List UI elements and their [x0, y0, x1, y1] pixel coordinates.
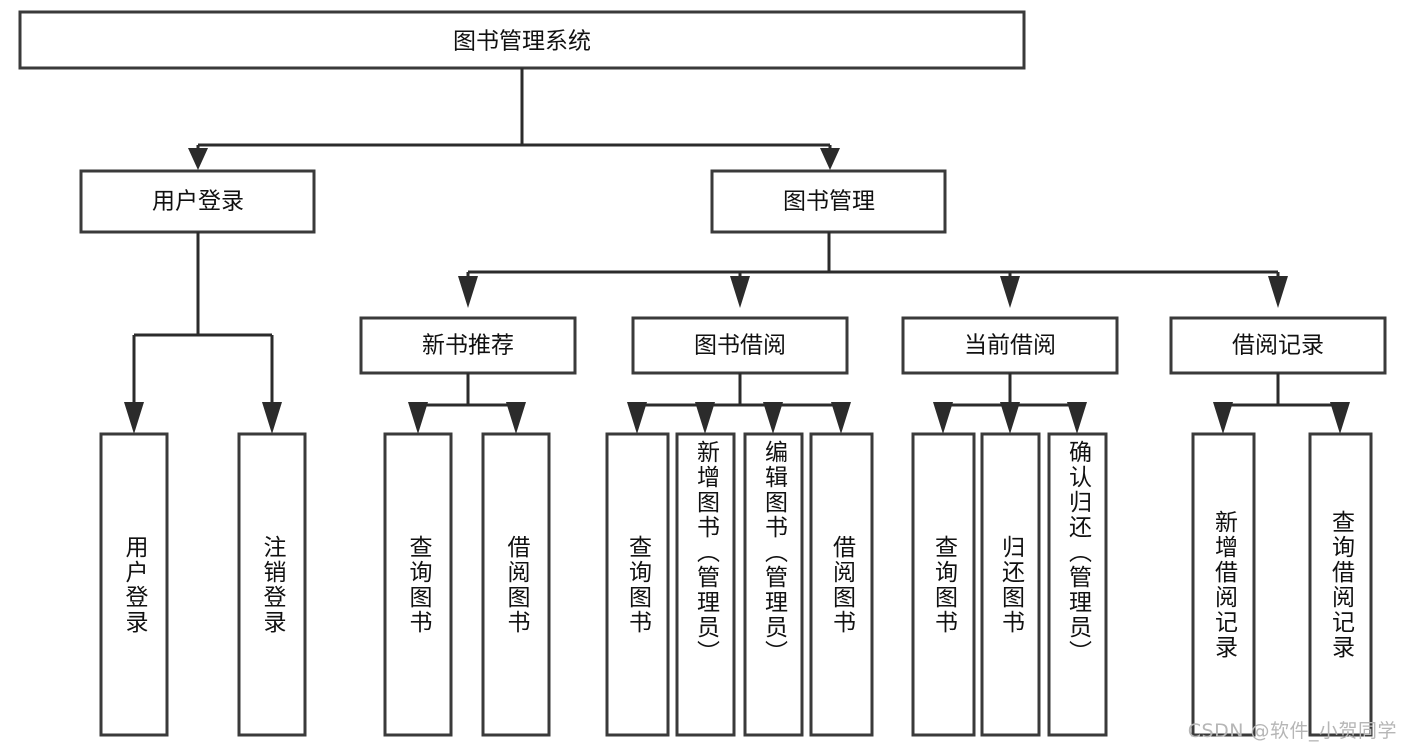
arrow-head-user-login — [188, 148, 208, 170]
leaf-box-cb-return-book[interactable] — [980, 432, 1041, 737]
arrow-head-nbr-leaf-2 — [506, 402, 526, 434]
leaf-box-bb-borrow-book[interactable] — [809, 432, 874, 737]
leaf-box-nbr-borrow-book[interactable] — [481, 432, 551, 737]
arrow-head-br-leaf-2 — [1330, 402, 1350, 434]
arrow-head-leaf-user-login — [124, 402, 144, 434]
node-user-login-label: 用户登录 — [152, 189, 244, 215]
node-borrow-records[interactable] — [1169, 316, 1387, 375]
leaf-box-bb-edit-book[interactable] — [743, 432, 804, 737]
arrow-head-cb-leaf-3 — [1067, 402, 1087, 434]
leaf-box-logout[interactable] — [237, 432, 307, 737]
leaf-box-cb-confirm-return[interactable] — [1047, 432, 1108, 737]
node-new-book-recommend[interactable] — [359, 316, 577, 375]
arrow-head-bb-leaf-3 — [763, 402, 783, 434]
node-root-book-management-system[interactable] — [18, 10, 1026, 70]
arrow-head-bb-leaf-4 — [831, 402, 851, 434]
arrow-head-br-leaf-1 — [1213, 402, 1233, 434]
arrow-head-nbr-leaf-1 — [408, 402, 428, 434]
arrow-head-cb-leaf-1 — [933, 402, 953, 434]
node-current-borrow-label: 当前借阅 — [964, 333, 1056, 359]
node-book-management[interactable] — [710, 169, 947, 234]
leaf-box-cb-query-book[interactable] — [911, 432, 976, 737]
leaf-box-bb-query-book[interactable] — [605, 432, 670, 737]
node-book-borrow-label: 图书借阅 — [694, 333, 786, 359]
arrow-head-new-book-recommend — [458, 276, 478, 308]
node-borrow-records-label: 借阅记录 — [1232, 333, 1324, 359]
arrow-head-current-borrow — [1000, 276, 1020, 308]
leaf-box-bb-add-book[interactable] — [675, 432, 736, 737]
arrow-head-bb-leaf-2 — [695, 402, 715, 434]
arrow-head-borrow-records — [1268, 276, 1288, 308]
node-book-borrow[interactable] — [631, 316, 849, 375]
leaf-box-nbr-query-book[interactable] — [383, 432, 453, 737]
node-current-borrow[interactable] — [901, 316, 1119, 375]
node-book-management-label: 图书管理 — [783, 189, 875, 215]
watermark-text: CSDN @软件_小贺同学 — [1187, 720, 1397, 742]
arrow-head-cb-leaf-2 — [1000, 402, 1020, 434]
leaf-box-br-query-record[interactable] — [1308, 432, 1373, 737]
arrow-head-bb-leaf-1 — [627, 402, 647, 434]
leaf-box-user-login[interactable] — [99, 432, 169, 737]
arrow-head-book-borrow — [730, 276, 750, 308]
leaf-box-br-add-record[interactable] — [1191, 432, 1256, 737]
arrow-head-leaf-logout — [262, 402, 282, 434]
arrow-head-book-management — [820, 148, 840, 170]
node-root-label: 图书管理系统 — [453, 29, 591, 55]
node-new-book-recommend-label: 新书推荐 — [422, 333, 514, 359]
